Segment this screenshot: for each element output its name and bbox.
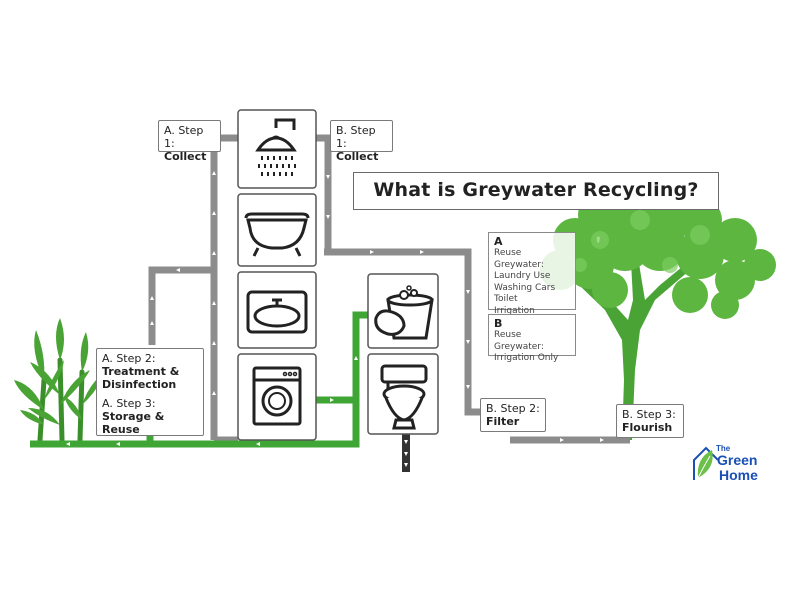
label-a-step2-line1: A. Step 2:	[102, 352, 156, 365]
label-b-step2-line1: B. Step 2:	[486, 402, 540, 415]
reuse-a-item: Reuse Greywater:	[494, 248, 544, 270]
label-b-step2: B. Step 2: Filter	[480, 398, 546, 432]
reuse-box-b: B Reuse Greywater: Irrigation Only	[488, 314, 576, 363]
green-pipe-arrows	[66, 356, 358, 446]
washing-machine-icon	[252, 366, 302, 426]
reuse-a-item: Washing Cars	[494, 282, 556, 293]
label-a-step1: A. Step 1: Collect	[158, 120, 221, 163]
label-b-step1-line2: Collect	[336, 150, 379, 163]
label-b-step3-line2: Flourish	[622, 421, 673, 434]
label-b-step2-line2: Filter	[486, 415, 520, 428]
label-b-step1-line1: B. Step 1:	[336, 124, 376, 150]
logo-home: Home	[719, 467, 758, 483]
shower-icon	[255, 118, 297, 176]
reuse-b-item: Reuse Greywater:	[494, 330, 544, 352]
reuse-a-item: Laundry Use	[494, 271, 551, 281]
label-a-step1-line1: A. Step 1:	[164, 124, 204, 150]
label-a-step2-line2: Treatment & Disinfection	[102, 365, 180, 391]
logo-green: Green	[717, 452, 758, 468]
plants	[14, 318, 104, 443]
sink-icon	[246, 290, 308, 334]
reuse-box-a: A Reuse Greywater: Laundry Use Washing C…	[488, 232, 576, 316]
bucket-sponge-icon	[374, 285, 434, 340]
toilet-icon	[380, 364, 428, 430]
reuse-a-letter: A	[494, 235, 503, 248]
reuse-b-item: Irrigation Only	[494, 353, 559, 363]
green-home-logo	[693, 446, 719, 480]
label-b-step3: B. Step 3: Flourish	[616, 404, 684, 438]
label-a-step3-line1: A. Step 3:	[102, 397, 156, 410]
diagram-title: What is Greywater Recycling?	[353, 172, 719, 210]
reuse-b-letter: B	[494, 317, 503, 330]
label-a-step3-line2: Storage & Reuse	[102, 410, 165, 436]
bathtub-icon	[244, 212, 310, 257]
drain-pipe	[402, 426, 410, 472]
logo-the: The	[716, 444, 731, 453]
label-a-step1-line2: Collect	[164, 150, 207, 163]
label-b-step3-line1: B. Step 3:	[622, 408, 676, 421]
label-a-step2-3: A. Step 2: Treatment & Disinfection A. S…	[96, 348, 204, 436]
reuse-a-item: Irrigation	[494, 305, 535, 316]
pipe-arrows	[150, 171, 604, 442]
label-b-step1: B. Step 1: Collect	[330, 120, 393, 163]
reuse-a-item: Toilet	[494, 294, 518, 304]
